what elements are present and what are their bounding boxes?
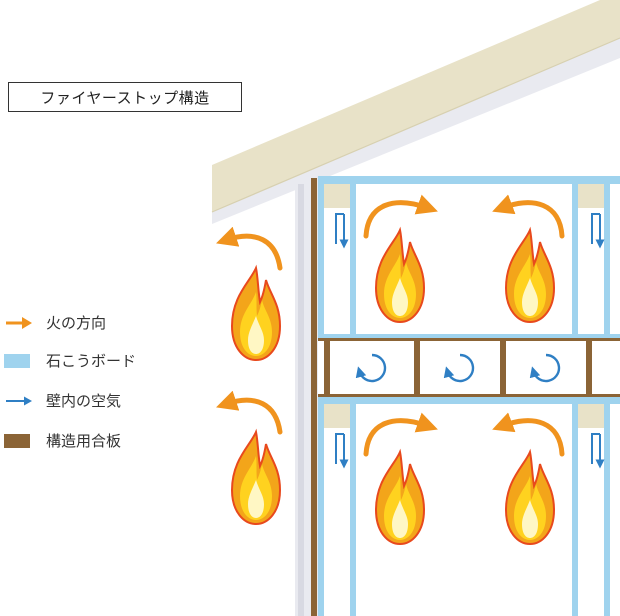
legend-item-board: 石こうボード	[4, 350, 136, 371]
flame-room-upper-right	[505, 229, 555, 323]
fire-direction-arrows	[216, 194, 565, 457]
roof	[211, 0, 620, 224]
legend-item-air: 壁内の空気	[4, 390, 121, 411]
legend-label-board: 石こうボード	[46, 352, 137, 370]
plywood-outer	[311, 178, 317, 616]
legend-item-plywood: 構造用合板	[4, 430, 121, 451]
flame-outside-lower	[231, 431, 281, 525]
diagram-title: ファイヤーストップ構造	[8, 82, 242, 112]
legend-label-plywood: 構造用合板	[46, 432, 122, 450]
flame-outside-upper	[231, 267, 281, 361]
flame-room-lower-left	[375, 451, 425, 545]
plywood-swatch-icon	[4, 433, 30, 448]
wall-air-arrows	[335, 213, 605, 469]
blue-arrow-icon	[6, 396, 32, 405]
flame-room-lower-right	[505, 451, 555, 545]
flame-room-upper-left	[375, 229, 425, 323]
gypsum-swatch-icon	[4, 353, 30, 368]
legend-label-fire: 火の方向	[46, 314, 107, 332]
legend-label-air: 壁内の空気	[46, 392, 122, 410]
floor-joists	[318, 338, 620, 397]
legend-item-fire: 火の方向	[4, 312, 106, 333]
firestop-blocks	[324, 184, 604, 428]
orange-arrow-icon	[6, 316, 32, 329]
